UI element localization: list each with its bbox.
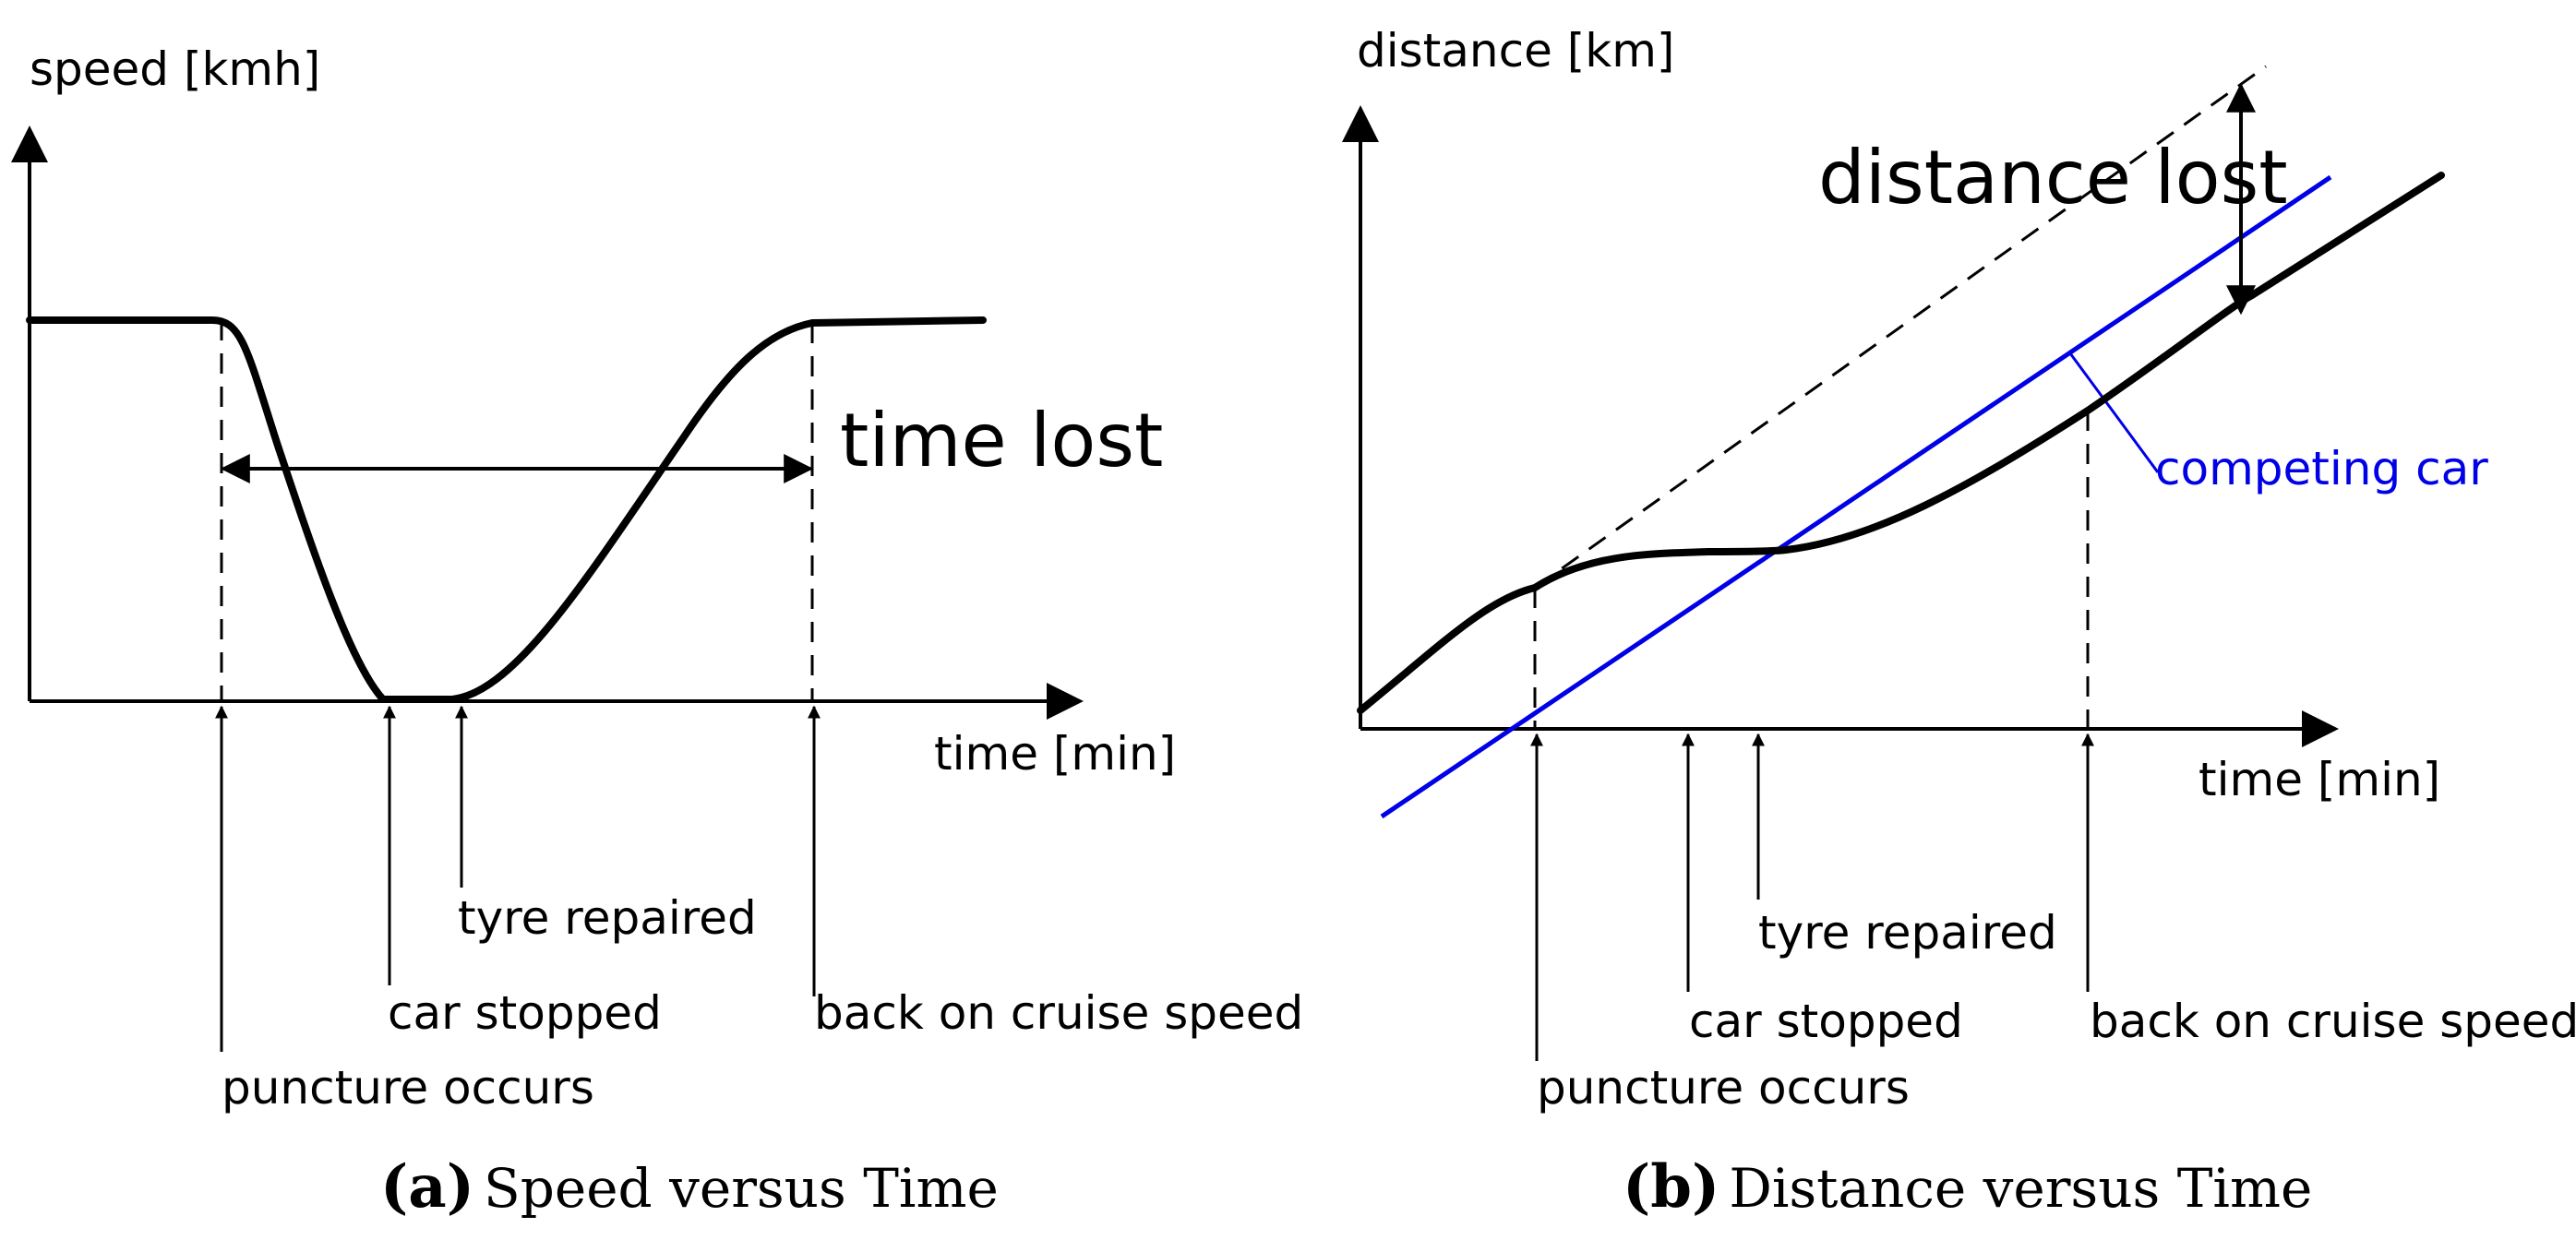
panel-a: time lost speed [kmh] time [min] tyre re… bbox=[10, 42, 1303, 1222]
tyre-repaired-label: tyre repaired bbox=[458, 891, 757, 945]
caption-a: (a)Speed versus Time bbox=[380, 1152, 999, 1222]
tyre-repaired-label-b: tyre repaired bbox=[1758, 906, 2057, 960]
time-axis-label: time [min] bbox=[934, 727, 1176, 781]
no-puncture-dashed-line bbox=[1534, 65, 2267, 590]
caption-b: (b)Distance versus Time bbox=[1623, 1152, 2312, 1222]
distance-curve bbox=[1357, 172, 2445, 714]
speed-curve bbox=[26, 316, 987, 703]
puncture-label-b: puncture occurs bbox=[1537, 1061, 1910, 1115]
time-axis-label-b: time [min] bbox=[2199, 753, 2440, 806]
car-stopped-label-b: car stopped bbox=[1689, 995, 1963, 1048]
competing-car-label: competing car bbox=[2155, 442, 2488, 495]
car-stopped-label: car stopped bbox=[388, 986, 662, 1040]
competing-car-leader bbox=[2068, 352, 2160, 473]
caption-b-letter: (b) bbox=[1623, 1152, 1719, 1222]
cruise-speed-label: back on cruise speed bbox=[814, 986, 1303, 1040]
speed-axis-label: speed [kmh] bbox=[30, 42, 320, 96]
panel-b: distance lost distance [km] time [min] c… bbox=[1342, 24, 2576, 1222]
distance-axis-label: distance [km] bbox=[1357, 24, 1674, 78]
puncture-label: puncture occurs bbox=[222, 1061, 594, 1115]
caption-a-letter: (a) bbox=[380, 1152, 474, 1222]
caption-a-text: Speed versus Time bbox=[484, 1157, 999, 1220]
caption-b-text: Distance versus Time bbox=[1729, 1157, 2312, 1220]
distance-lost-label: distance lost bbox=[1818, 135, 2288, 221]
cruise-speed-label-b: back on cruise speed bbox=[2090, 995, 2576, 1048]
competing-car-line bbox=[1380, 174, 2332, 819]
time-lost-label: time lost bbox=[840, 398, 1163, 483]
